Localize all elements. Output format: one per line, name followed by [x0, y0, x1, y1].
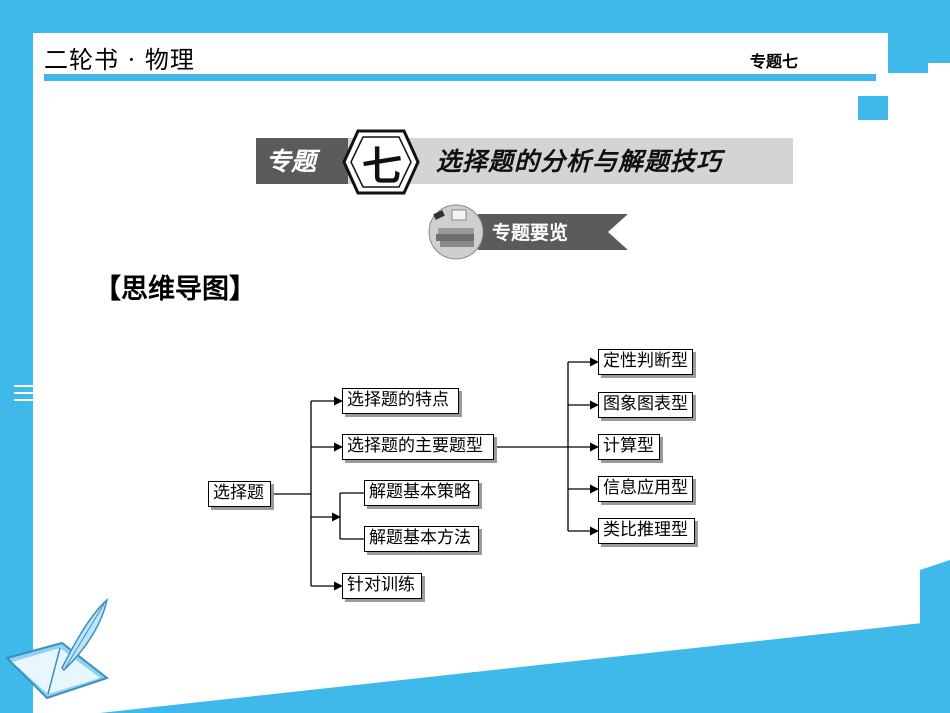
branch-node-methods: 解题基本方法: [364, 526, 479, 552]
type-node-analogy: 类比推理型: [598, 518, 695, 544]
topic-label: 专题七: [750, 52, 799, 71]
frame-bottom-wedge: [0, 560, 950, 713]
banner-title: 选择题的分析与解题技巧: [436, 147, 723, 176]
branch-node-strategy: 解题基本策略: [364, 480, 479, 506]
deco-square: [858, 96, 888, 120]
branch-node-features: 选择题的特点: [342, 388, 459, 414]
type-node-information: 信息应用型: [598, 476, 693, 502]
branch-node-practice: 针对训练: [342, 573, 422, 599]
overview-label: 专题要览: [492, 222, 569, 244]
stripe-icon: [14, 385, 34, 401]
type-node-qualitative: 定性判断型: [598, 349, 693, 375]
deco-square: [928, 33, 950, 63]
type-node-calculation: 计算型: [598, 434, 660, 460]
title-banner-dark-part: [256, 138, 348, 184]
deco-square: [888, 33, 928, 73]
mindmap-heading: 【思维导图】: [94, 274, 256, 305]
number-badge: [342, 129, 420, 195]
branch-node-main-types: 选择题的主要题型: [342, 434, 494, 460]
banner-number: 七: [362, 144, 402, 190]
header-divider: [44, 74, 876, 81]
type-node-graph: 图象图表型: [598, 392, 693, 418]
frame-top-bar: [33, 0, 950, 33]
books-icon: [428, 204, 484, 260]
book-title: 二轮书 · 物理: [44, 46, 195, 74]
banner-prefix: 专题: [266, 147, 317, 176]
mindmap-root-node: 选择题: [208, 481, 271, 507]
overview-tag-shape: [478, 214, 628, 250]
quill-book-icon: [5, 598, 110, 700]
